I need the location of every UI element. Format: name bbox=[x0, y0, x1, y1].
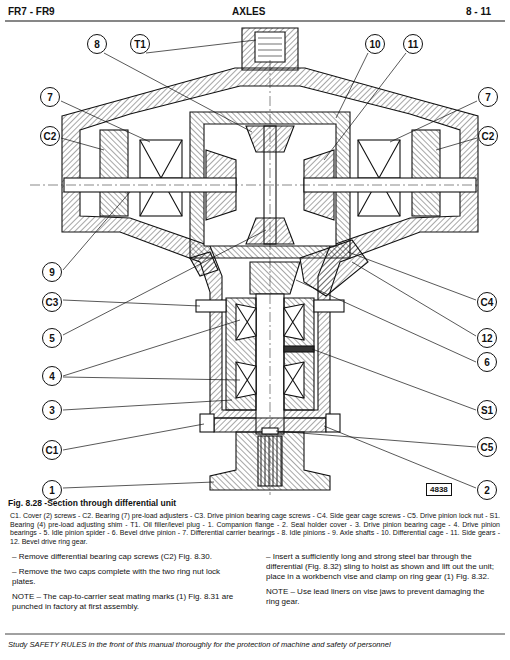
callout-number: C1 bbox=[42, 440, 62, 460]
cage-flange-screw bbox=[196, 300, 226, 312]
callout-number: 10 bbox=[365, 34, 385, 54]
companion-flange bbox=[210, 432, 330, 490]
rules bbox=[5, 21, 505, 634]
section-title: AXLES bbox=[232, 6, 265, 17]
callout-number: 11 bbox=[403, 34, 423, 54]
ring-gear bbox=[300, 240, 368, 296]
callout-number: C2 bbox=[40, 126, 60, 146]
page-header: FR7 - FR9 bbox=[8, 6, 55, 17]
footer-note: Study SAFETY RULES in the front of this … bbox=[8, 640, 391, 649]
callout-number: 3 bbox=[42, 400, 62, 420]
figure-caption: Fig. 8.28 -Section through differential … bbox=[8, 498, 176, 508]
page-number: 8 - 11 bbox=[466, 6, 491, 17]
instruction-text: – Remove the two caps complete with the … bbox=[12, 567, 240, 587]
callout-number: C2 bbox=[478, 126, 498, 146]
pinion-bearing-cage bbox=[226, 298, 256, 410]
callout-number: C5 bbox=[477, 437, 497, 457]
callout-number: T1 bbox=[130, 34, 150, 54]
note-text: NOTE – The cap-to-carrier seat mating ma… bbox=[12, 592, 240, 612]
note-text: NOTE – Use lead liners on vise jaws to p… bbox=[266, 587, 494, 607]
shim bbox=[284, 346, 314, 352]
callout-number: 2 bbox=[477, 480, 497, 500]
callout-number: C3 bbox=[42, 292, 62, 312]
callout-number: 7 bbox=[40, 87, 60, 107]
parts-legend: C1. Cover (2) screws - C2. Bearing (7) p… bbox=[10, 512, 500, 546]
instruction-text: – Insert a sufficiently long and strong … bbox=[266, 552, 494, 582]
callout-number: C4 bbox=[477, 292, 497, 312]
bearing-adjuster bbox=[100, 130, 128, 216]
callout-number: 7 bbox=[478, 87, 498, 107]
bearing-adjuster bbox=[412, 130, 440, 216]
text-column: – Remove differential bearing cap screws… bbox=[12, 552, 240, 617]
cover-screw bbox=[200, 414, 214, 432]
lock-nut bbox=[262, 428, 278, 434]
callout-number: 1 bbox=[42, 480, 62, 500]
text-column: – Insert a sufficiently long and strong … bbox=[266, 552, 494, 612]
callout-number: 12 bbox=[477, 328, 497, 348]
figure-code: 4838 bbox=[426, 483, 452, 496]
bevel-drive-pinion bbox=[250, 262, 300, 294]
callout-number: 6 bbox=[477, 352, 497, 372]
callout-number: 9 bbox=[42, 262, 62, 282]
callout-number: 4 bbox=[42, 366, 62, 386]
leader-lines bbox=[61, 40, 477, 488]
instruction-text: – Remove differential bearing cap screws… bbox=[12, 552, 240, 562]
callout-number: 5 bbox=[42, 328, 62, 348]
callout-number: 8 bbox=[87, 34, 107, 54]
callout-number: S1 bbox=[477, 400, 497, 420]
